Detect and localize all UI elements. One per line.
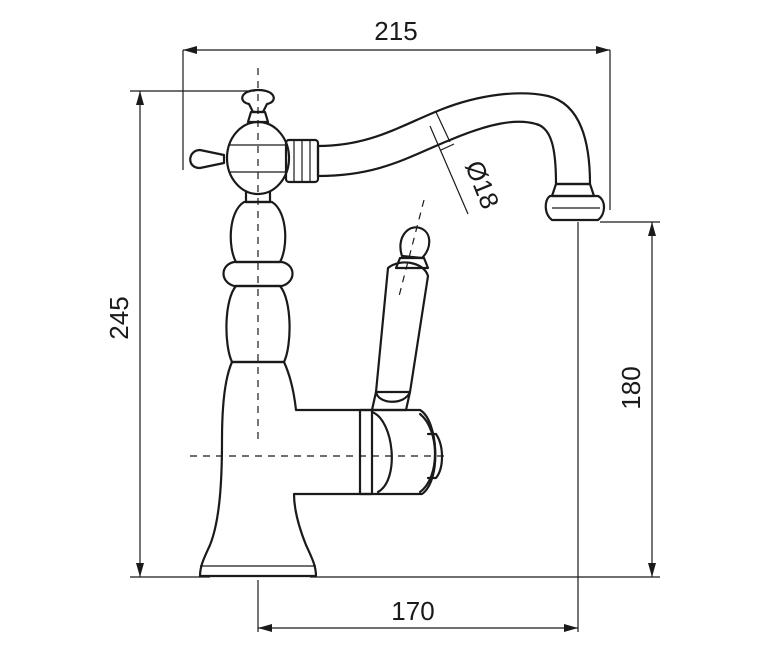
top-knob	[241, 88, 275, 114]
dimension-spout-reach: 170	[257, 222, 579, 632]
middle-ring	[222, 260, 294, 288]
spout-diameter-label: Ø18	[459, 156, 505, 213]
spout-reach-label: 170	[391, 596, 434, 626]
lever-handle	[374, 261, 430, 403]
lower-bulb	[225, 284, 291, 364]
dimension-overall-width: 215	[182, 16, 611, 210]
spout-height-label: 180	[616, 366, 646, 409]
dimension-spout-diameter: Ø18	[429, 125, 505, 215]
overall-width-label: 215	[374, 16, 417, 46]
body-trunk	[198, 360, 374, 578]
spout-tube	[316, 92, 592, 186]
side-knob	[189, 148, 226, 170]
overall-height-label: 245	[104, 296, 134, 339]
lever-centerline	[397, 199, 425, 301]
dimension-spout-height: 180	[310, 221, 660, 578]
dimension-overall-height: 245	[104, 90, 255, 578]
upper-hub	[225, 120, 291, 196]
faucet-body	[189, 88, 606, 578]
lever-knob	[399, 226, 431, 260]
spout-aerator	[550, 182, 596, 198]
